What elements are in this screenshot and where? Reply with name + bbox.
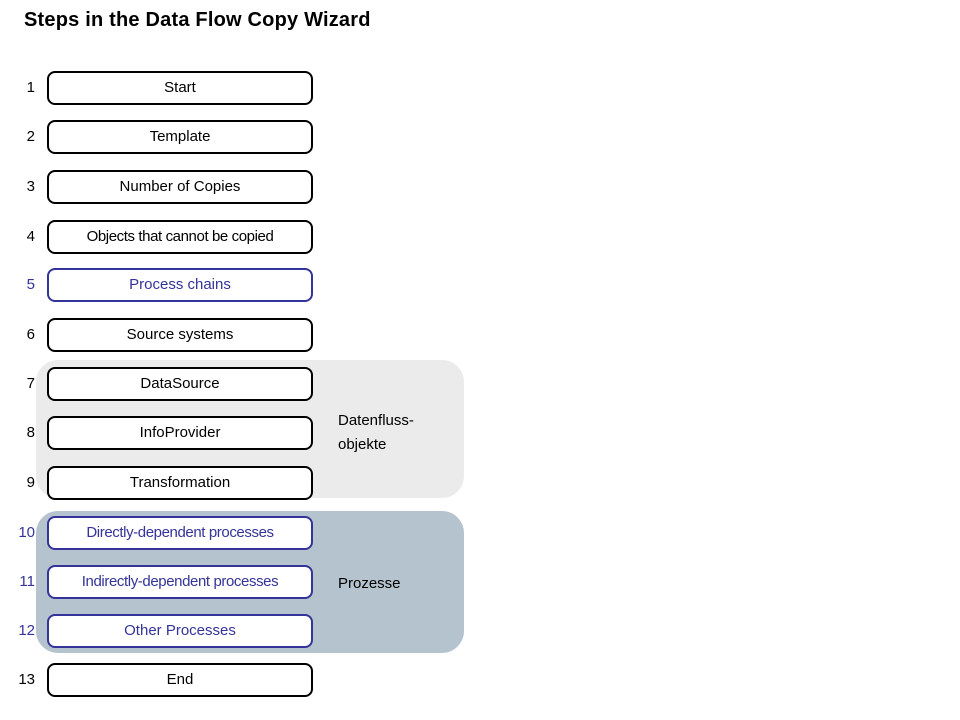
step-box-source-systems[interactable]: Source systems <box>47 318 313 352</box>
step-box-number-of-copies[interactable]: Number of Copies <box>47 170 313 204</box>
step-number-3: 3 <box>26 178 35 195</box>
step-number-6: 6 <box>26 326 35 343</box>
step-box-process-chains[interactable]: Process chains <box>47 268 313 302</box>
step-row-3[interactable]: 3 Number of Copies <box>0 170 340 204</box>
step-box-template[interactable]: Template <box>47 120 313 154</box>
step-box-indirectly-dependent-processes[interactable]: Indirectly-dependent processes <box>47 565 313 599</box>
step-row-2[interactable]: 2 Template <box>0 120 340 154</box>
step-number-10: 10 <box>18 524 35 541</box>
step-box-datasource[interactable]: DataSource <box>47 367 313 401</box>
step-box-end[interactable]: End <box>47 663 313 697</box>
step-number-11: 11 <box>19 573 35 590</box>
step-row-4[interactable]: 4 Objects that cannot be copied <box>0 220 340 254</box>
step-box-other-processes[interactable]: Other Processes <box>47 614 313 648</box>
group-label-prozesse: Prozesse <box>338 575 401 592</box>
step-row-13[interactable]: 13 End <box>0 663 340 697</box>
step-row-11[interactable]: 11 Indirectly-dependent processes <box>0 565 340 599</box>
step-box-infoprovider[interactable]: InfoProvider <box>47 416 313 450</box>
step-box-start[interactable]: Start <box>47 71 313 105</box>
step-number-2: 2 <box>26 128 35 145</box>
step-number-5: 5 <box>26 276 35 293</box>
step-row-10[interactable]: 10 Directly-dependent processes <box>0 516 340 550</box>
step-row-8[interactable]: 8 InfoProvider <box>0 416 340 450</box>
step-number-4: 4 <box>26 228 35 245</box>
step-box-directly-dependent-processes[interactable]: Directly-dependent processes <box>47 516 313 550</box>
step-number-1: 1 <box>26 79 35 96</box>
step-row-9[interactable]: 9 Transformation <box>0 466 340 500</box>
page-title: Steps in the Data Flow Copy Wizard <box>24 9 371 31</box>
step-row-1[interactable]: 1 Start <box>0 71 340 105</box>
step-number-7: 7 <box>26 375 35 392</box>
step-box-objects-that-cannot-be-copied[interactable]: Objects that cannot be copied <box>47 220 313 254</box>
step-number-8: 8 <box>26 424 35 441</box>
step-row-6[interactable]: 6 Source systems <box>0 318 340 352</box>
step-row-12[interactable]: 12 Other Processes <box>0 614 340 648</box>
step-number-13: 13 <box>18 671 35 688</box>
group-label-datenflussobjekte: Datenfluss- objekte <box>338 412 414 453</box>
step-row-5[interactable]: 5 Process chains <box>0 268 340 302</box>
step-row-7[interactable]: 7 DataSource <box>0 367 340 401</box>
step-number-12: 12 <box>18 622 35 639</box>
step-box-transformation[interactable]: Transformation <box>47 466 313 500</box>
step-number-9: 9 <box>26 474 35 491</box>
